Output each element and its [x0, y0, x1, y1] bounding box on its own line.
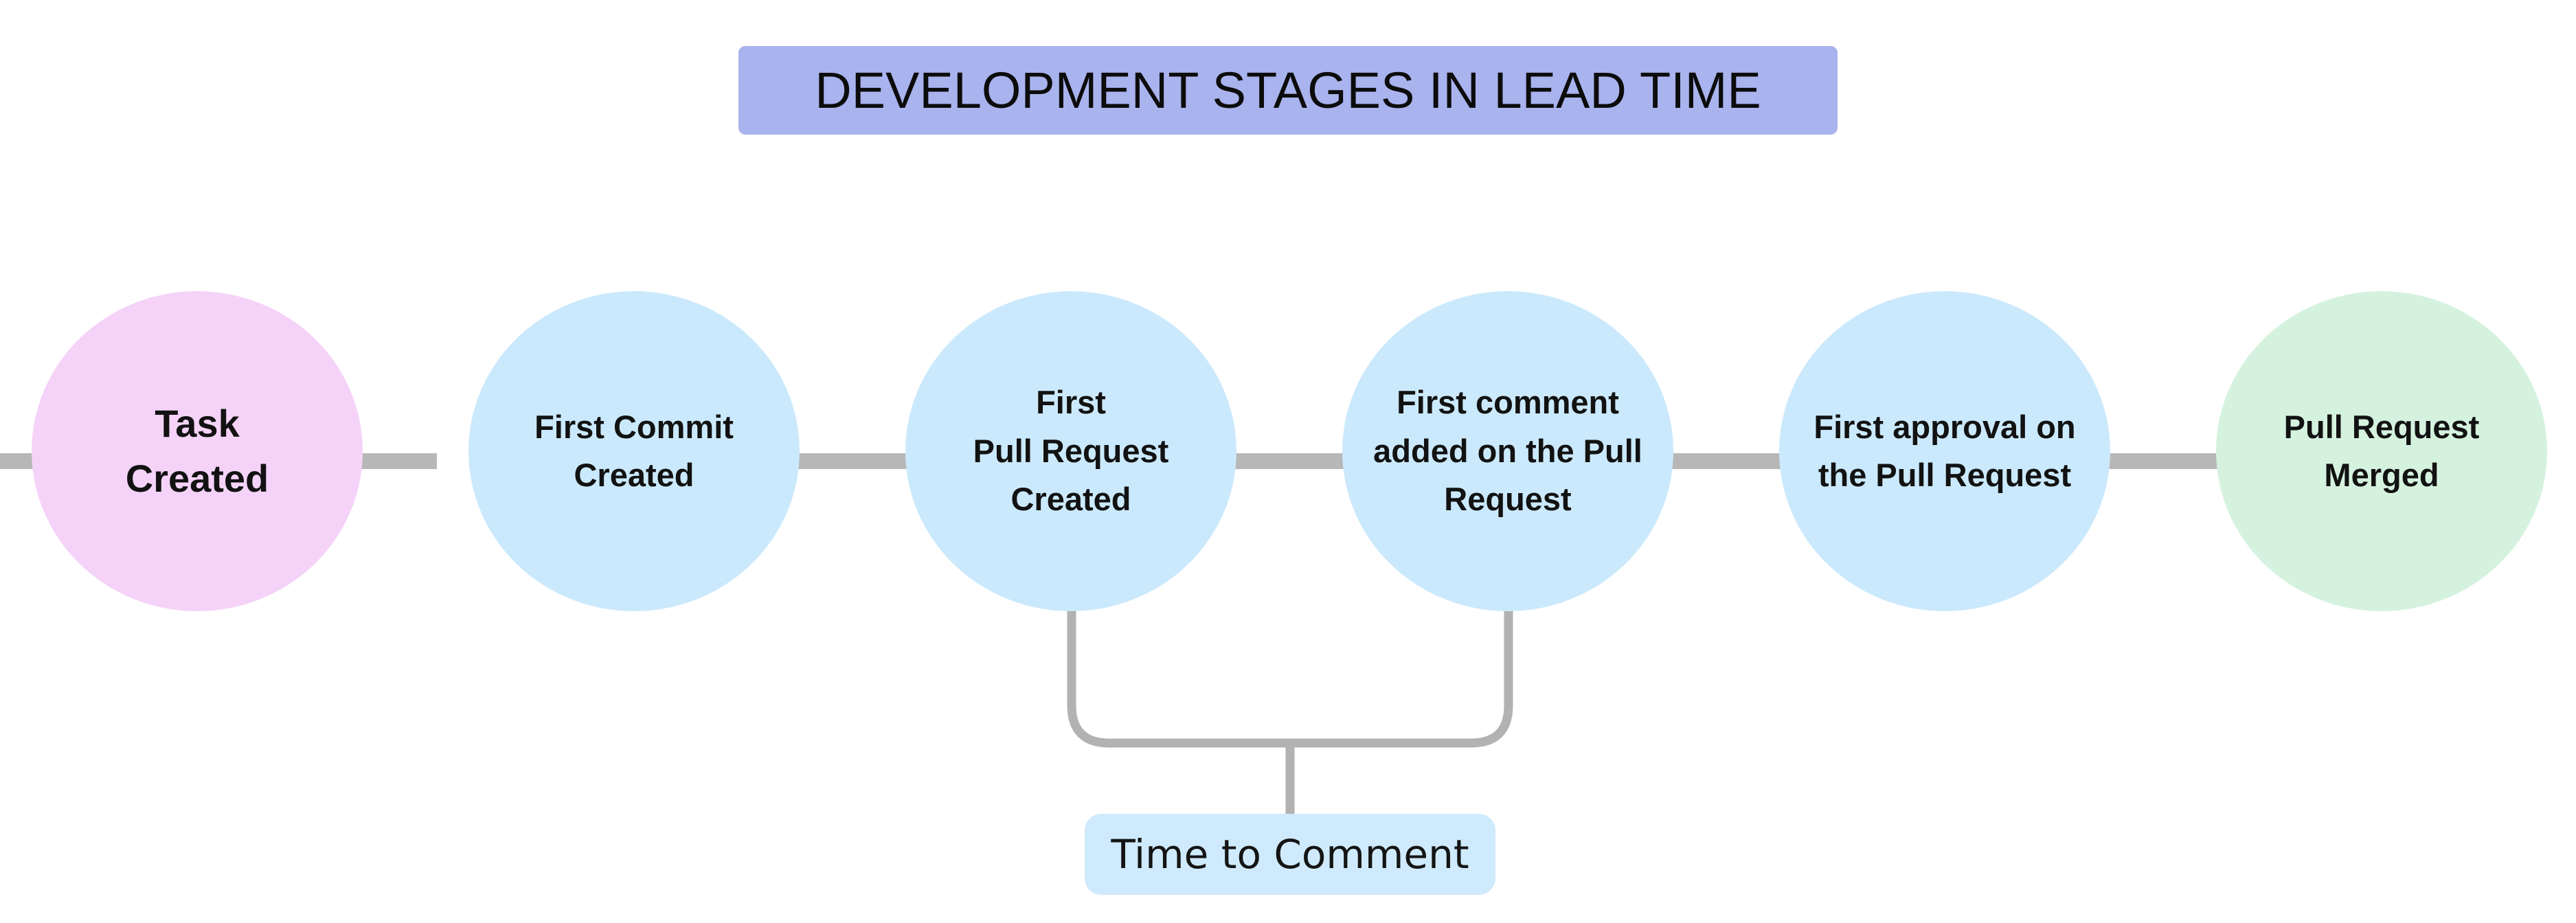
stage-label: First Pull Request Created [973, 384, 1169, 518]
diagram-title-banner: DEVELOPMENT STAGES IN LEAD TIME [738, 46, 1838, 135]
time-to-comment-label-box: Time to Comment [1085, 814, 1495, 895]
time-to-comment-label: Time to Comment [1111, 831, 1469, 878]
stage-label: Pull Request Merged [2283, 408, 2480, 494]
bracket-curve [1067, 607, 1513, 748]
stage-label: Task Created [125, 402, 269, 500]
stage-label: First Commit Created [534, 408, 734, 494]
stage-label: First comment added on the Pull Request [1373, 384, 1642, 518]
stage-first-approval: First approval on the Pull Request [1779, 291, 2110, 611]
stage-first-comment-added: First comment added on the Pull Request [1342, 291, 1673, 611]
stage-first-pull-request-created: First Pull Request Created [905, 291, 1236, 611]
stage-task-created: Task Created [32, 291, 363, 611]
stage-label: First approval on the Pull Request [1814, 408, 2076, 494]
diagram-title: DEVELOPMENT STAGES IN LEAD TIME [815, 62, 1761, 119]
stage-pull-request-merged: Pull Request Merged [2216, 291, 2547, 611]
stage-first-commit-created: First Commit Created [468, 291, 800, 611]
